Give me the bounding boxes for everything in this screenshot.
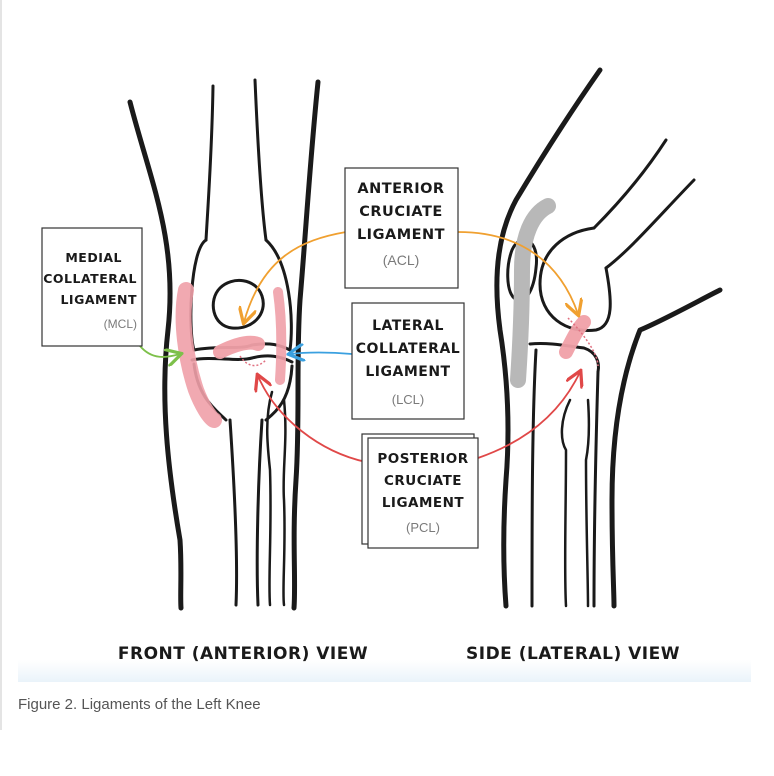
front-view-title: FRONT (ANTERIOR) VIEW xyxy=(118,644,368,664)
mcl-band xyxy=(175,282,222,428)
pcl-label-line-1: POSTERIOR xyxy=(377,451,468,467)
acl-side-band xyxy=(559,315,591,359)
lcl-band xyxy=(273,287,287,385)
pcl-label-box: POSTERIOR CRUCIATE LIGAMENT (PCL) xyxy=(361,433,479,549)
lcl-abbr: (LCL) xyxy=(392,392,425,407)
mcl-arrow xyxy=(139,345,180,357)
mcl-label-line-1: MEDIAL xyxy=(65,250,122,265)
acl-label-line-1: ANTERIOR xyxy=(357,181,444,197)
acl-abbr: (ACL) xyxy=(383,252,420,268)
side-view-title: SIDE (LATERAL) VIEW xyxy=(466,644,680,664)
acl-label-line-2: CRUCIATE xyxy=(359,204,443,220)
acl-label-box: ANTERIOR CRUCIATE LIGAMENT (ACL) xyxy=(344,167,459,289)
pcl-front-dotted xyxy=(239,355,267,367)
front-knee-illustration xyxy=(127,78,321,611)
mcl-label-box: MEDIAL COLLATERAL LIGAMENT (MCL) xyxy=(41,227,143,347)
pcl-arrow-to-front xyxy=(258,376,367,463)
patella-tendon-shadow xyxy=(510,198,556,388)
mcl-abbr: (MCL) xyxy=(104,317,137,331)
pcl-side-dotted xyxy=(567,317,599,367)
mcl-label-line-2: COLLATERAL xyxy=(43,271,137,286)
callout-arrows xyxy=(139,231,580,463)
acl-front-band xyxy=(213,335,265,359)
lcl-label-box: LATERAL COLLATERAL LIGAMENT (LCL) xyxy=(351,302,465,420)
pcl-abbr: (PCL) xyxy=(406,520,440,535)
lcl-label-line-3: LIGAMENT xyxy=(365,364,450,380)
mcl-label-line-3: LIGAMENT xyxy=(60,292,137,307)
lcl-arrow xyxy=(290,353,353,355)
side-ligaments xyxy=(510,198,599,388)
acl-label-line-3: LIGAMENT xyxy=(357,227,445,243)
lcl-label-line-2: COLLATERAL xyxy=(356,341,460,357)
side-knee-illustration xyxy=(494,67,723,609)
acl-arrow-to-front xyxy=(244,231,347,322)
figure-bottom-band xyxy=(18,660,751,682)
pcl-label-line-3: LIGAMENT xyxy=(382,495,465,511)
front-ligaments xyxy=(175,282,287,428)
left-border xyxy=(0,0,2,730)
figure-caption: Figure 2. Ligaments of the Left Knee xyxy=(18,696,261,713)
pcl-label-line-2: CRUCIATE xyxy=(384,473,462,489)
acl-arrow-to-side xyxy=(457,231,578,314)
pcl-arrow-to-side xyxy=(477,372,580,459)
lcl-label-line-1: LATERAL xyxy=(372,318,444,334)
